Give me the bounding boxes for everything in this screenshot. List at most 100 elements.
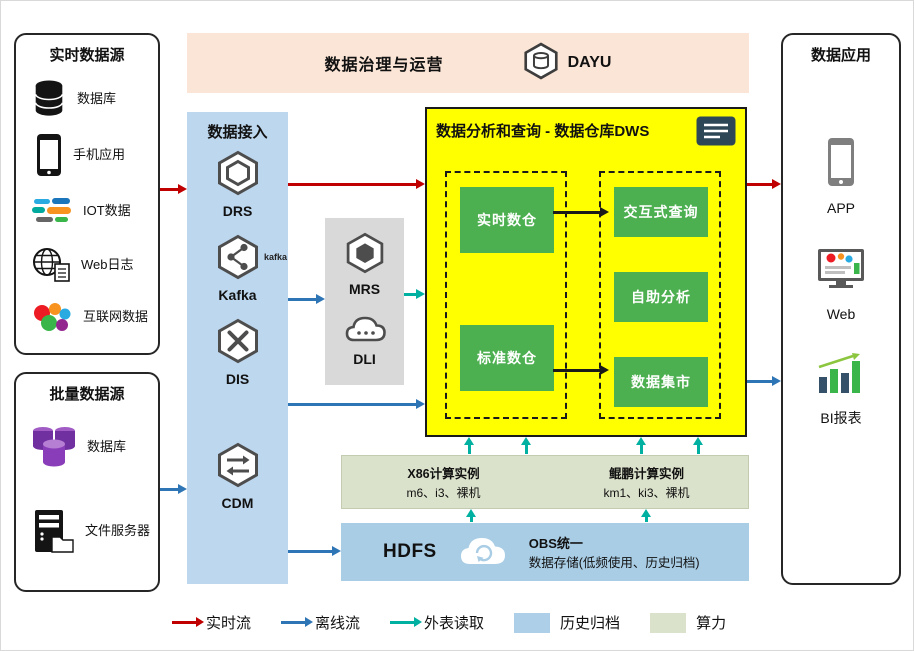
arrow-access-to-mrs: [288, 294, 325, 304]
app-item-bi-report: BI报表: [783, 353, 899, 428]
service-dis: DIS: [187, 318, 288, 387]
legend-item-archive: 历史归档: [514, 612, 620, 633]
arrow-standard-warehouse-to-data-mart: [553, 365, 609, 375]
source-item-label: 数据库: [77, 90, 117, 106]
service-label: DLI: [353, 351, 376, 367]
service-label: DRS: [222, 203, 253, 219]
service-mrs: MRS: [325, 232, 404, 297]
purple-database-icon: [30, 424, 78, 470]
source-item-label: Web日志: [81, 256, 134, 272]
arrow-access-to-dws-offline: [288, 399, 425, 409]
mrs-hexagon-icon: [344, 232, 386, 279]
arrow-dws-to-apps-offline: [747, 376, 781, 386]
dayu-logo: DAYU: [522, 42, 612, 85]
offline-flow-arrow-icon: [281, 616, 314, 627]
arrow-hdfs-to-compute-1: [466, 509, 476, 522]
self-service-analysis-box: 自助分析: [614, 272, 708, 322]
governance-title: 数据治理与运营: [324, 57, 444, 74]
arrow-realtime-warehouse-to-interactive-query: [553, 207, 609, 217]
legend-item-realtime-flow: 实时流: [172, 612, 251, 633]
web-log-icon: [30, 247, 72, 283]
data-access-title: 数据接入: [207, 124, 268, 141]
kafka-logo-badge: kafka: [263, 252, 287, 262]
app-item-label: BI报表: [820, 410, 862, 426]
app-item-label: Web: [826, 306, 856, 322]
hdfs-obs-box: HDFS OBS统一 数据存储(低频使用、历史归档): [341, 523, 749, 581]
obs-text: OBS统一 数据存储(低频使用、历史归档): [529, 533, 700, 571]
drs-hexagon-icon: [215, 150, 261, 201]
archive-swatch-icon: [514, 612, 551, 633]
arrow-mrs-to-dws-external: [404, 289, 425, 299]
legend-item-external-read: 外表读取: [390, 612, 484, 633]
x86-detail: m6、i3、裸机: [406, 486, 481, 500]
arrow-hdfs-to-compute-2: [641, 509, 651, 522]
dli-cloud-icon: [343, 312, 387, 349]
source-item-label: 互联网数据: [83, 308, 149, 324]
app-item-label: APP: [826, 200, 855, 216]
source-item-mobile-app: 手机应用: [30, 129, 150, 181]
hdfs-label: HDFS: [383, 541, 437, 562]
kunpeng-detail: km1、ki3、裸机: [603, 486, 690, 500]
arrow-compute-to-dws-4: [693, 437, 703, 454]
compute-instances-box: X86计算实例 m6、i3、裸机 鲲鹏计算实例 km1、ki3、裸机: [341, 455, 749, 509]
flow-legend: 实时流 离线流 外表读取 历史归档 算力: [172, 612, 726, 633]
source-item-label: 数据库: [87, 438, 127, 454]
kunpeng-compute-block: 鲲鹏计算实例 km1、ki3、裸机: [545, 456, 748, 508]
kunpeng-title: 鲲鹏计算实例: [608, 467, 684, 481]
dws-header: 数据分析和查询 - 数据仓库DWS: [427, 109, 745, 151]
app-phone-icon: [824, 137, 858, 192]
legend-label: 历史归档: [560, 615, 621, 632]
service-drs: DRS: [187, 150, 288, 219]
dis-hexagon-icon: [215, 318, 261, 369]
service-dli: DLI: [325, 312, 404, 367]
applications-title: 数据应用: [810, 47, 871, 64]
arrow-realtime-to-access: [160, 184, 187, 194]
service-label: CDM: [221, 495, 254, 511]
x86-compute-block: X86计算实例 m6、i3、裸机: [342, 456, 545, 508]
source-item-internet-data: 互联网数据: [30, 291, 150, 343]
bi-report-icon: [815, 353, 867, 400]
source-item-iot: IOT数据: [30, 185, 150, 237]
database-icon: [30, 78, 68, 120]
arrow-dws-to-apps-realtime: [747, 179, 781, 189]
app-item-app: APP: [783, 137, 899, 216]
realtime-flow-arrow-icon: [172, 616, 204, 627]
source-item-label: IOT数据: [83, 202, 131, 218]
source-item-label: 手机应用: [73, 146, 126, 162]
service-label: Kafka: [218, 287, 257, 303]
app-item-web: Web: [783, 247, 899, 322]
data-access-column: 数据接入 DRS kafka Kafka DIS CDM: [187, 112, 288, 584]
applications-panel: 数据应用 APP Web BI报表: [781, 33, 901, 585]
realtime-warehouse-box: 实时数仓: [460, 187, 554, 253]
document-icon: [696, 116, 736, 151]
obs-detail: 数据存储(低频使用、历史归档): [528, 556, 700, 570]
mobile-app-icon: [30, 133, 64, 177]
service-cdm: CDM: [187, 442, 288, 511]
dws-analysis-group: 交互式查询 自助分析 数据集市: [599, 171, 721, 419]
file-server-icon: [30, 508, 76, 554]
dws-warehouse-group: 实时数仓 标准数仓: [445, 171, 567, 419]
arrow-compute-to-dws-2: [521, 437, 531, 454]
legend-label: 算力: [696, 615, 727, 632]
standard-warehouse-box: 标准数仓: [460, 325, 554, 391]
arrow-access-to-dws-realtime: [288, 179, 425, 189]
obs-cloud-icon: [457, 532, 509, 573]
dws-title: 数据分析和查询 - 数据仓库DWS: [436, 123, 650, 140]
interactive-query-box: 交互式查询: [614, 187, 708, 237]
legend-item-compute-power: 算力: [650, 612, 726, 633]
source-item-file-server: 文件服务器: [30, 500, 150, 562]
source-item-database: 数据库: [30, 73, 150, 125]
data-mart-box: 数据集市: [614, 357, 708, 407]
batch-sources-panel: 批量数据源 数据库 文件服务器: [14, 372, 160, 592]
service-label: MRS: [348, 281, 381, 297]
kafka-hexagon-icon: [215, 234, 261, 285]
batch-sources-title: 批量数据源: [49, 386, 125, 403]
legend-label: 外表读取: [424, 615, 485, 632]
arrow-batch-to-access: [160, 484, 187, 494]
dayu-product-name: DAYU: [567, 54, 612, 71]
arrow-compute-to-dws-3: [636, 437, 646, 454]
dws-box: 数据分析和查询 - 数据仓库DWS 实时数仓 标准数仓 交互式查询 自助分析 数…: [425, 107, 747, 437]
arrow-compute-to-dws-1: [464, 437, 474, 454]
cdm-hexagon-icon: [215, 442, 261, 493]
